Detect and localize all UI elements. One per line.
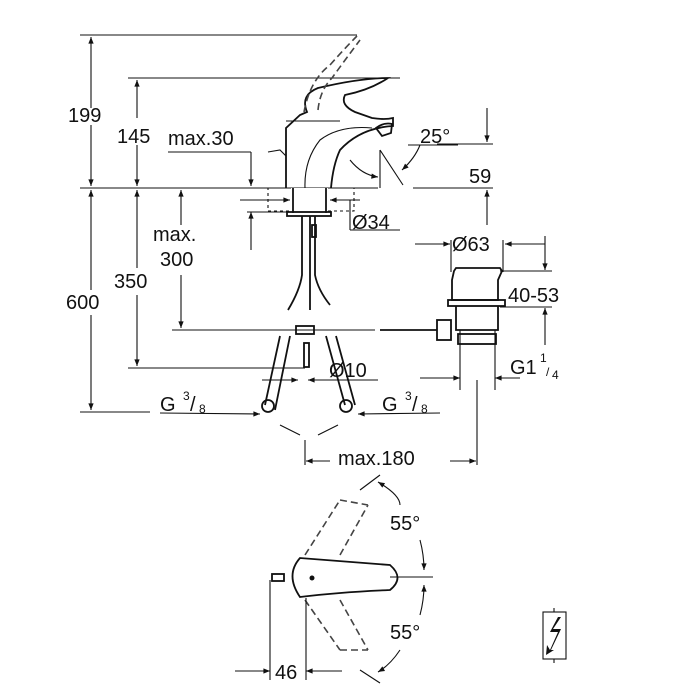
- label-supply-thread-left-den: 8: [199, 402, 206, 416]
- label-59: 59: [469, 166, 491, 188]
- label-46: 46: [275, 662, 297, 684]
- label-600: 600: [66, 292, 99, 314]
- label-supply-thread-left-slash: /: [190, 394, 196, 416]
- label-350: 350: [114, 271, 147, 293]
- label-hole-diameter: Ø34: [352, 212, 390, 234]
- dimension-lines: [88, 37, 552, 465]
- label-waste-diameter: Ø63: [452, 234, 490, 256]
- label-300: 300: [160, 249, 193, 271]
- label-145: 145: [117, 126, 150, 148]
- label-spout-angle: 25°: [420, 126, 450, 148]
- label-swing-bottom: 55°: [390, 622, 420, 644]
- label-waste-thread-num: 1: [540, 351, 547, 365]
- label-max: max.: [153, 224, 196, 246]
- faucet-plan-view: [235, 474, 433, 684]
- label-waste-range: 40-53: [508, 285, 559, 307]
- label-supply-thread-right-den: 8: [421, 402, 428, 416]
- label-waste-thread-den: 4: [552, 368, 559, 382]
- extension-lines: [80, 34, 493, 413]
- label-max-180: max.180: [338, 448, 415, 470]
- electrical-lightning-icon: [542, 608, 567, 663]
- label-supply-thread-right: G: [382, 394, 398, 416]
- label-max-30: max.30: [168, 128, 234, 150]
- label-199: 199: [68, 105, 101, 127]
- label-waste-thread: G1: [510, 357, 537, 379]
- label-supply-thread-right-slash: /: [412, 394, 418, 416]
- label-supply-thread-left-num: 3: [183, 389, 190, 403]
- label-supply-thread-right-num: 3: [405, 389, 412, 403]
- label-waste-thread-slash: /: [546, 365, 550, 379]
- label-rod-diameter: Ø10: [329, 360, 367, 382]
- label-swing-top: 55°: [390, 513, 420, 535]
- label-supply-thread-left: G: [160, 394, 176, 416]
- faucet-side-view: [159, 35, 506, 436]
